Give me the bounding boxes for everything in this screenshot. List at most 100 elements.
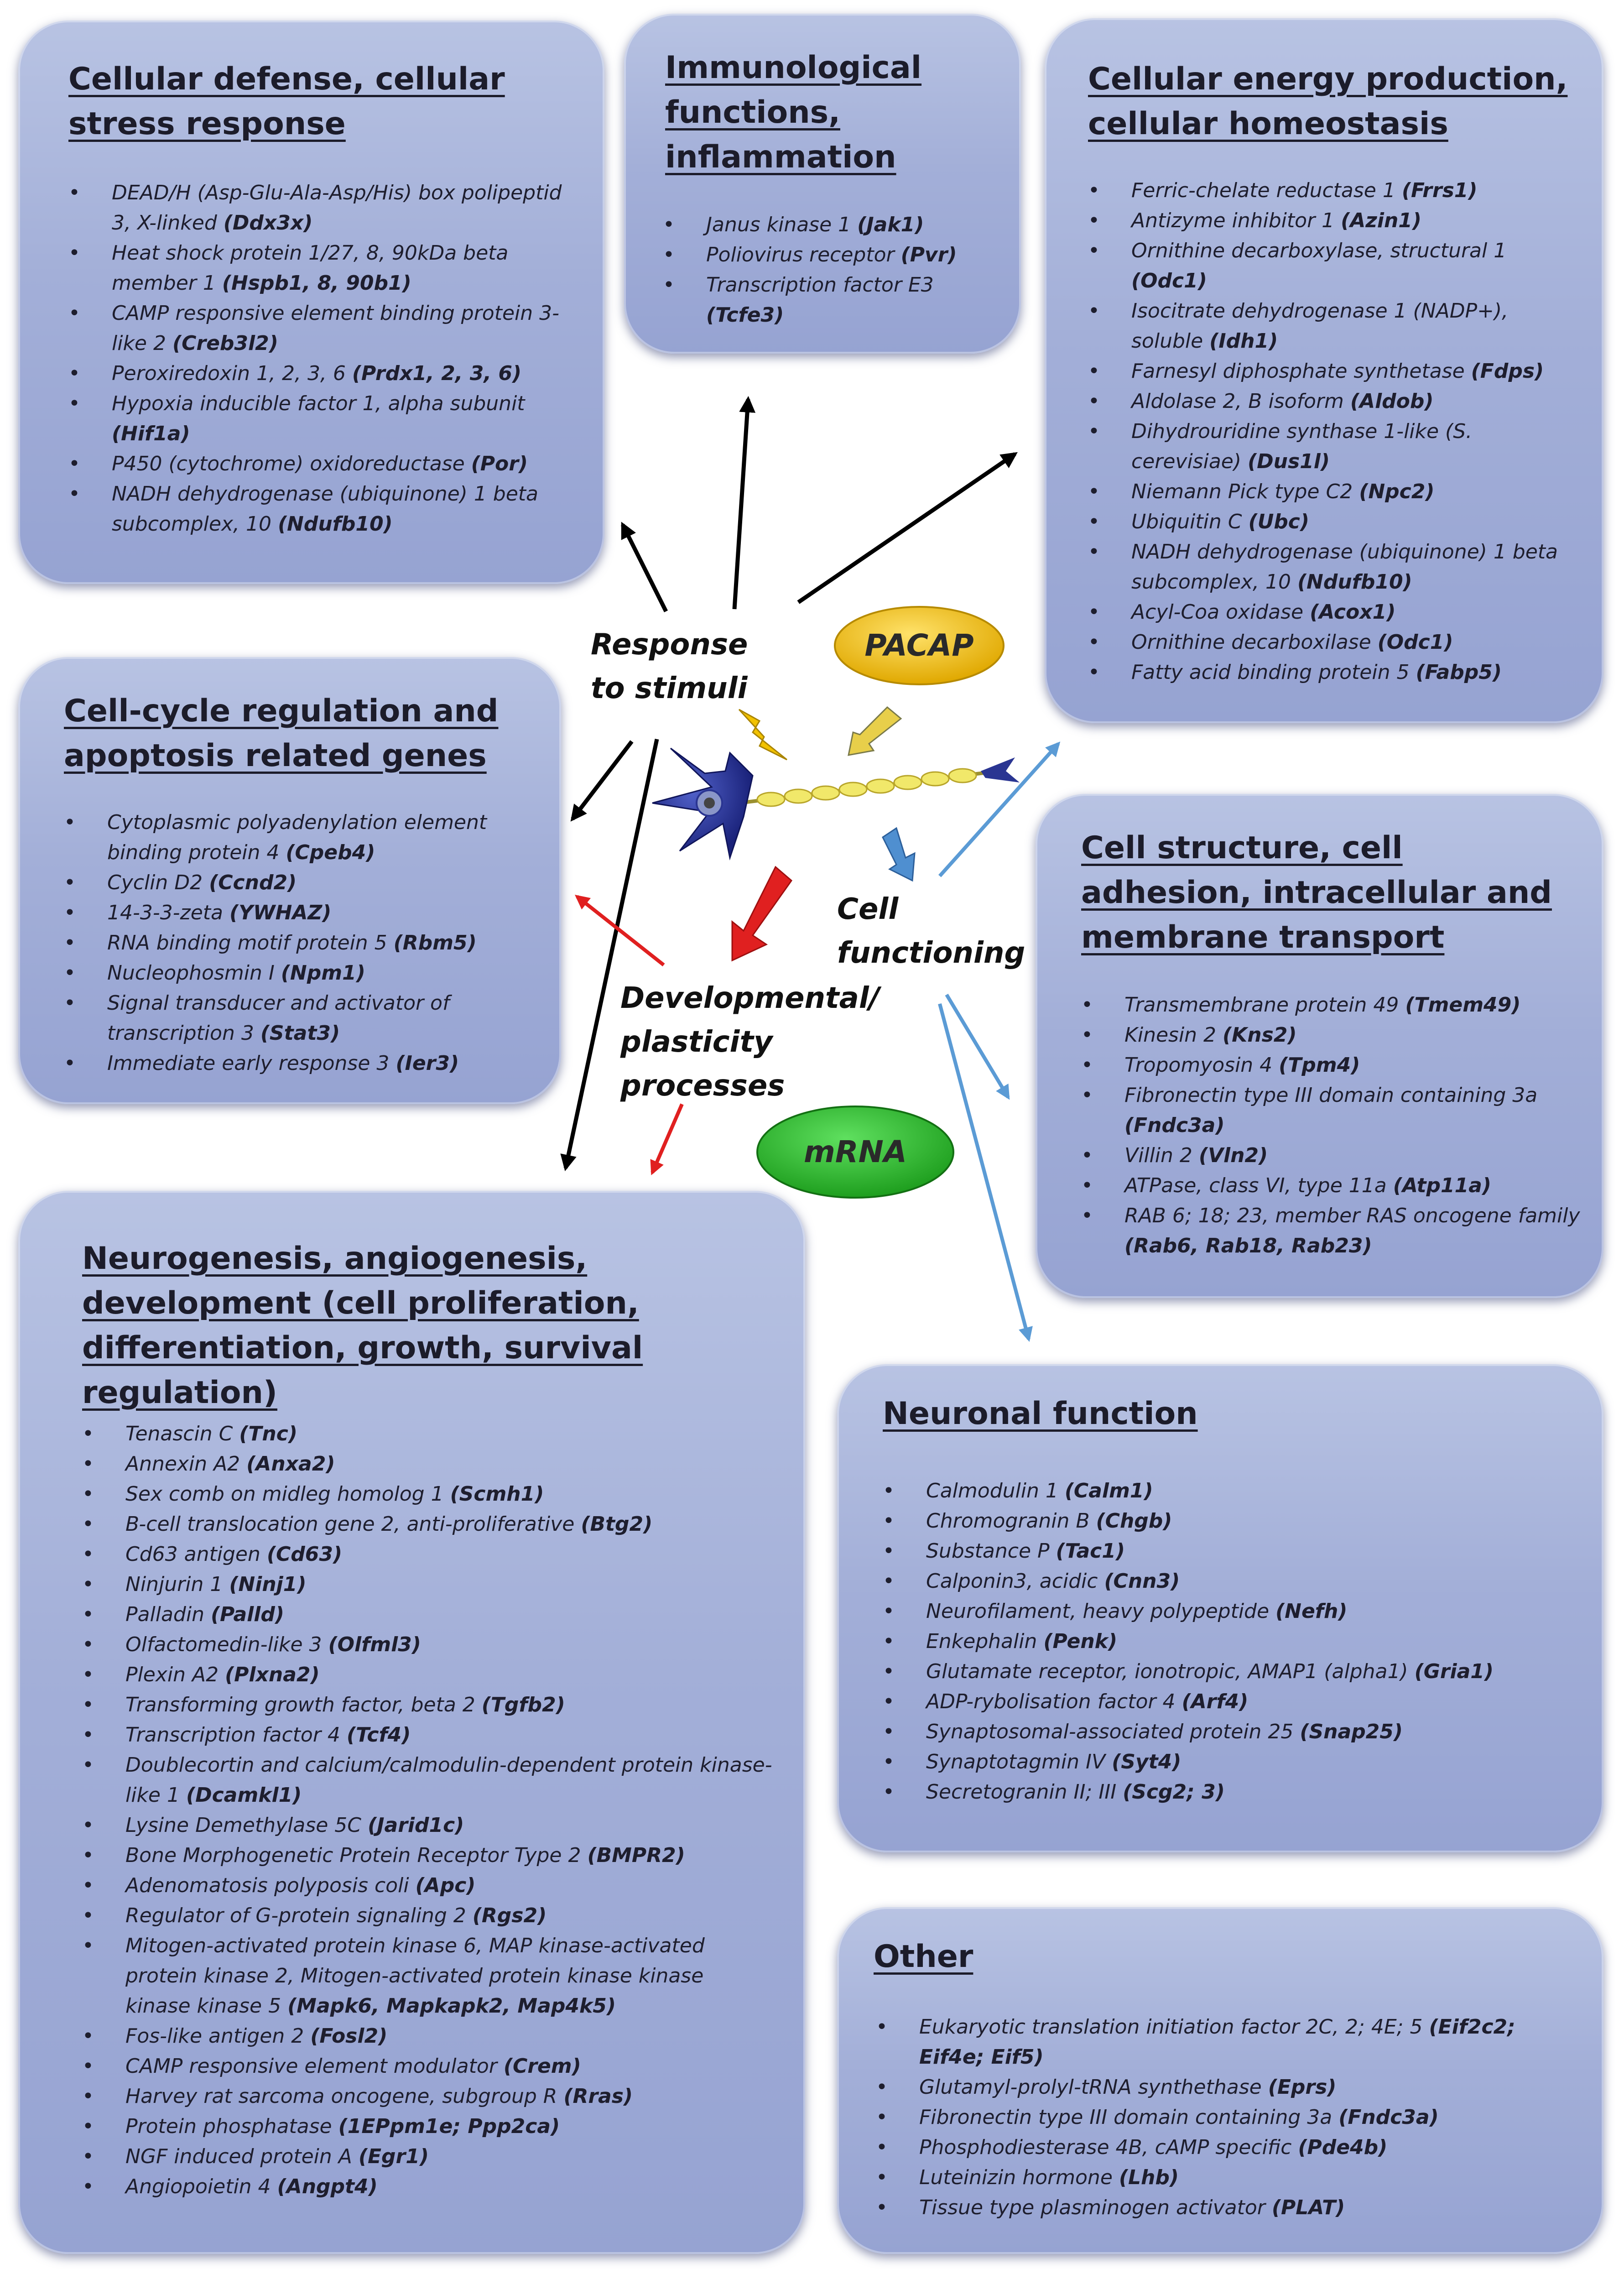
- gene-symbol: (Fdps): [1471, 360, 1544, 383]
- item-text: Mitogen-activated protein kinase 6, MAP …: [125, 1934, 705, 2018]
- list-item: RAB 6; 18; 23, member RAS oncogene famil…: [1081, 1201, 1594, 1261]
- gene-symbol: (Rbm5): [393, 931, 477, 954]
- gene-list: Janus kinase 1 (Jak1)Poliovirus receptor…: [663, 210, 998, 330]
- item-text: B-cell translocation gene 2, anti-prolif…: [125, 1513, 581, 1536]
- list-item: Nucleophosmin I (Npm1): [64, 958, 545, 988]
- list-item: Chromogranin B (Chgb): [883, 1506, 1583, 1536]
- mrna-label: mRNA: [804, 1134, 907, 1169]
- item-text: Eukaryotic translation initiation factor…: [919, 2015, 1429, 2039]
- gene-symbol: (Cnn3): [1104, 1570, 1180, 1593]
- item-text: Transmembrane protein 49: [1124, 993, 1405, 1017]
- item-text: Glutamate receptor, ionotropic, AMAP1 (a…: [926, 1660, 1415, 1683]
- item-text: Immediate early response 3: [107, 1052, 396, 1075]
- gene-symbol: (Ndufb10): [277, 512, 393, 536]
- list-item: Dihydrouridine synthase 1-like (S. cerev…: [1088, 417, 1583, 477]
- list-item: Secretogranin II; III (Scg2; 3): [883, 1777, 1583, 1807]
- gene-symbol: (Azin1): [1341, 209, 1422, 232]
- list-item: CAMP responsive element modulator (Crem): [82, 2051, 773, 2081]
- list-item: Fibronectin type III domain containing 3…: [876, 2102, 1576, 2133]
- gene-symbol: (Odc1): [1377, 631, 1453, 654]
- gene-symbol: (Tgfb2): [481, 1693, 565, 1716]
- gene-symbol: (Ndufb10): [1297, 570, 1412, 594]
- gene-symbol: (Ubc): [1248, 510, 1309, 533]
- item-text: Janus kinase 1: [706, 213, 858, 236]
- item-text: Transforming growth factor, beta 2: [125, 1693, 482, 1716]
- item-text: Calponin3, acidic: [926, 1570, 1104, 1593]
- gene-symbol: (Cpeb4): [286, 841, 375, 864]
- gene-symbol: (Fosl2): [310, 2024, 388, 2048]
- arrow-to-energy: [797, 452, 1018, 604]
- gene-symbol: (Penk): [1043, 1630, 1118, 1653]
- pacap-label: PACAP: [864, 628, 973, 663]
- red-arrow-to-neurogenesis: [650, 1103, 684, 1175]
- list-item: Isocitrate dehydrogenase 1 (NADP+), solu…: [1088, 296, 1583, 356]
- gene-symbol: (Lhb): [1119, 2166, 1179, 2189]
- item-text: Farnesyl diphosphate synthetase: [1131, 360, 1471, 383]
- list-item: Fos-like antigen 2 (Fosl2): [82, 2021, 773, 2051]
- arrow-to-cellcycle: [570, 740, 634, 822]
- item-text: NGF induced protein A: [125, 2145, 359, 2168]
- gene-symbol: (Por): [471, 452, 528, 475]
- gene-symbol: (Chgb): [1096, 1509, 1172, 1533]
- item-text: Ferric-chelate reductase 1: [1131, 179, 1402, 202]
- gene-symbol: (BMPR2): [587, 1844, 685, 1867]
- item-text: Poliovirus receptor: [706, 243, 901, 266]
- gene-symbol: (Plxna2): [225, 1663, 320, 1686]
- gene-symbol: (Btg2): [581, 1513, 653, 1536]
- list-item: Palladin (Palld): [82, 1600, 773, 1630]
- gene-symbol: (Fndc3a): [1124, 1114, 1225, 1137]
- list-item: Signal transducer and activator of trans…: [64, 988, 545, 1048]
- list-item: Heat shock protein 1/27, 8, 90kDa beta m…: [68, 238, 577, 298]
- item-text: ATPase, class VI, type 11a: [1124, 1174, 1393, 1197]
- item-text: Neurofilament, heavy polypeptide: [926, 1600, 1276, 1623]
- item-text: Secretogranin II; III: [926, 1780, 1123, 1804]
- list-item: Hypoxia inducible factor 1, alpha subuni…: [68, 389, 577, 449]
- item-text: Villin 2: [1124, 1144, 1199, 1167]
- box-cellular-defense: Cellular defense, cellular stress respon…: [18, 21, 604, 584]
- item-text: CAMP responsive element modulator: [125, 2055, 504, 2078]
- item-text: P450 (cytochrome) oxidoreductase: [112, 452, 471, 475]
- item-text: Ornithine decarboxylase, structural 1: [1131, 239, 1507, 262]
- gene-symbol: (Stat3): [260, 1022, 340, 1045]
- gene-symbol: (Olfml3): [328, 1633, 421, 1656]
- gene-symbol: (Tmem49): [1405, 993, 1521, 1017]
- item-text: Cytoplasmic polyadenylation element bind…: [107, 811, 487, 864]
- list-item: Transmembrane protein 49 (Tmem49): [1081, 990, 1594, 1020]
- list-item: Cd63 antigen (Cd63): [82, 1539, 773, 1570]
- list-item: Immediate early response 3 (Ier3): [64, 1048, 545, 1079]
- list-item: Ubiquitin C (Ubc): [1088, 507, 1583, 537]
- item-text: DEAD/H (Asp-Glu-Ala-Asp/His) box polipep…: [112, 181, 562, 235]
- item-text: Plexin A2: [125, 1663, 225, 1686]
- list-item: Regulator of G-protein signaling 2 (Rgs2…: [82, 1901, 773, 1931]
- box-neuronal-function: Neuronal function Calmodulin 1 (Calm1)Ch…: [837, 1364, 1603, 1852]
- gene-symbol: (Syt4): [1112, 1750, 1182, 1773]
- list-item: Luteinizin hormone (Lhb): [876, 2163, 1576, 2193]
- gene-symbol: (Aldob): [1350, 390, 1434, 413]
- list-item: Plexin A2 (Plxna2): [82, 1660, 773, 1690]
- list-item: Ornithine decarboxilase (Odc1): [1088, 627, 1583, 657]
- list-item: Enkephalin (Penk): [883, 1627, 1583, 1657]
- item-text: Dihydrouridine synthase 1-like (S. cerev…: [1131, 420, 1473, 473]
- list-item: Aldolase 2, B isoform (Aldob): [1088, 386, 1583, 417]
- box-cell-structure: Cell structure, cell adhesion, intracell…: [1036, 794, 1603, 1298]
- gene-symbol: (Angpt4): [277, 2175, 378, 2198]
- list-item: Substance P (Tac1): [883, 1536, 1583, 1566]
- item-text: Lysine Demethylase 5C: [125, 1814, 368, 1837]
- item-text: 14-3-3-zeta: [107, 901, 229, 924]
- red-block-arrow: [731, 866, 793, 962]
- gene-symbol: (Apc): [415, 1874, 476, 1897]
- item-text: Protein phosphatase: [125, 2115, 338, 2138]
- black-arrows: [560, 396, 1018, 1172]
- item-text: Aldolase 2, B isoform: [1131, 390, 1350, 413]
- gene-symbol: (Nefh): [1275, 1600, 1348, 1623]
- item-text: Synaptosomal-associated protein 25: [926, 1720, 1300, 1743]
- list-item: NADH dehydrogenase (ubiquinone) 1 beta s…: [1088, 537, 1583, 597]
- blue-block-arrow: [882, 827, 916, 882]
- list-item: Niemann Pick type C2 (Npc2): [1088, 477, 1583, 507]
- gene-symbol: (Gria1): [1414, 1660, 1494, 1683]
- gene-symbol: (Anxa2): [246, 1452, 335, 1476]
- item-text: Phosphodiesterase 4B, cAMP specific: [919, 2136, 1298, 2159]
- item-text: Nucleophosmin I: [107, 961, 281, 985]
- gene-symbol: (Ninj1): [229, 1573, 307, 1596]
- item-text: Peroxiredoxin 1, 2, 3, 6: [112, 362, 352, 385]
